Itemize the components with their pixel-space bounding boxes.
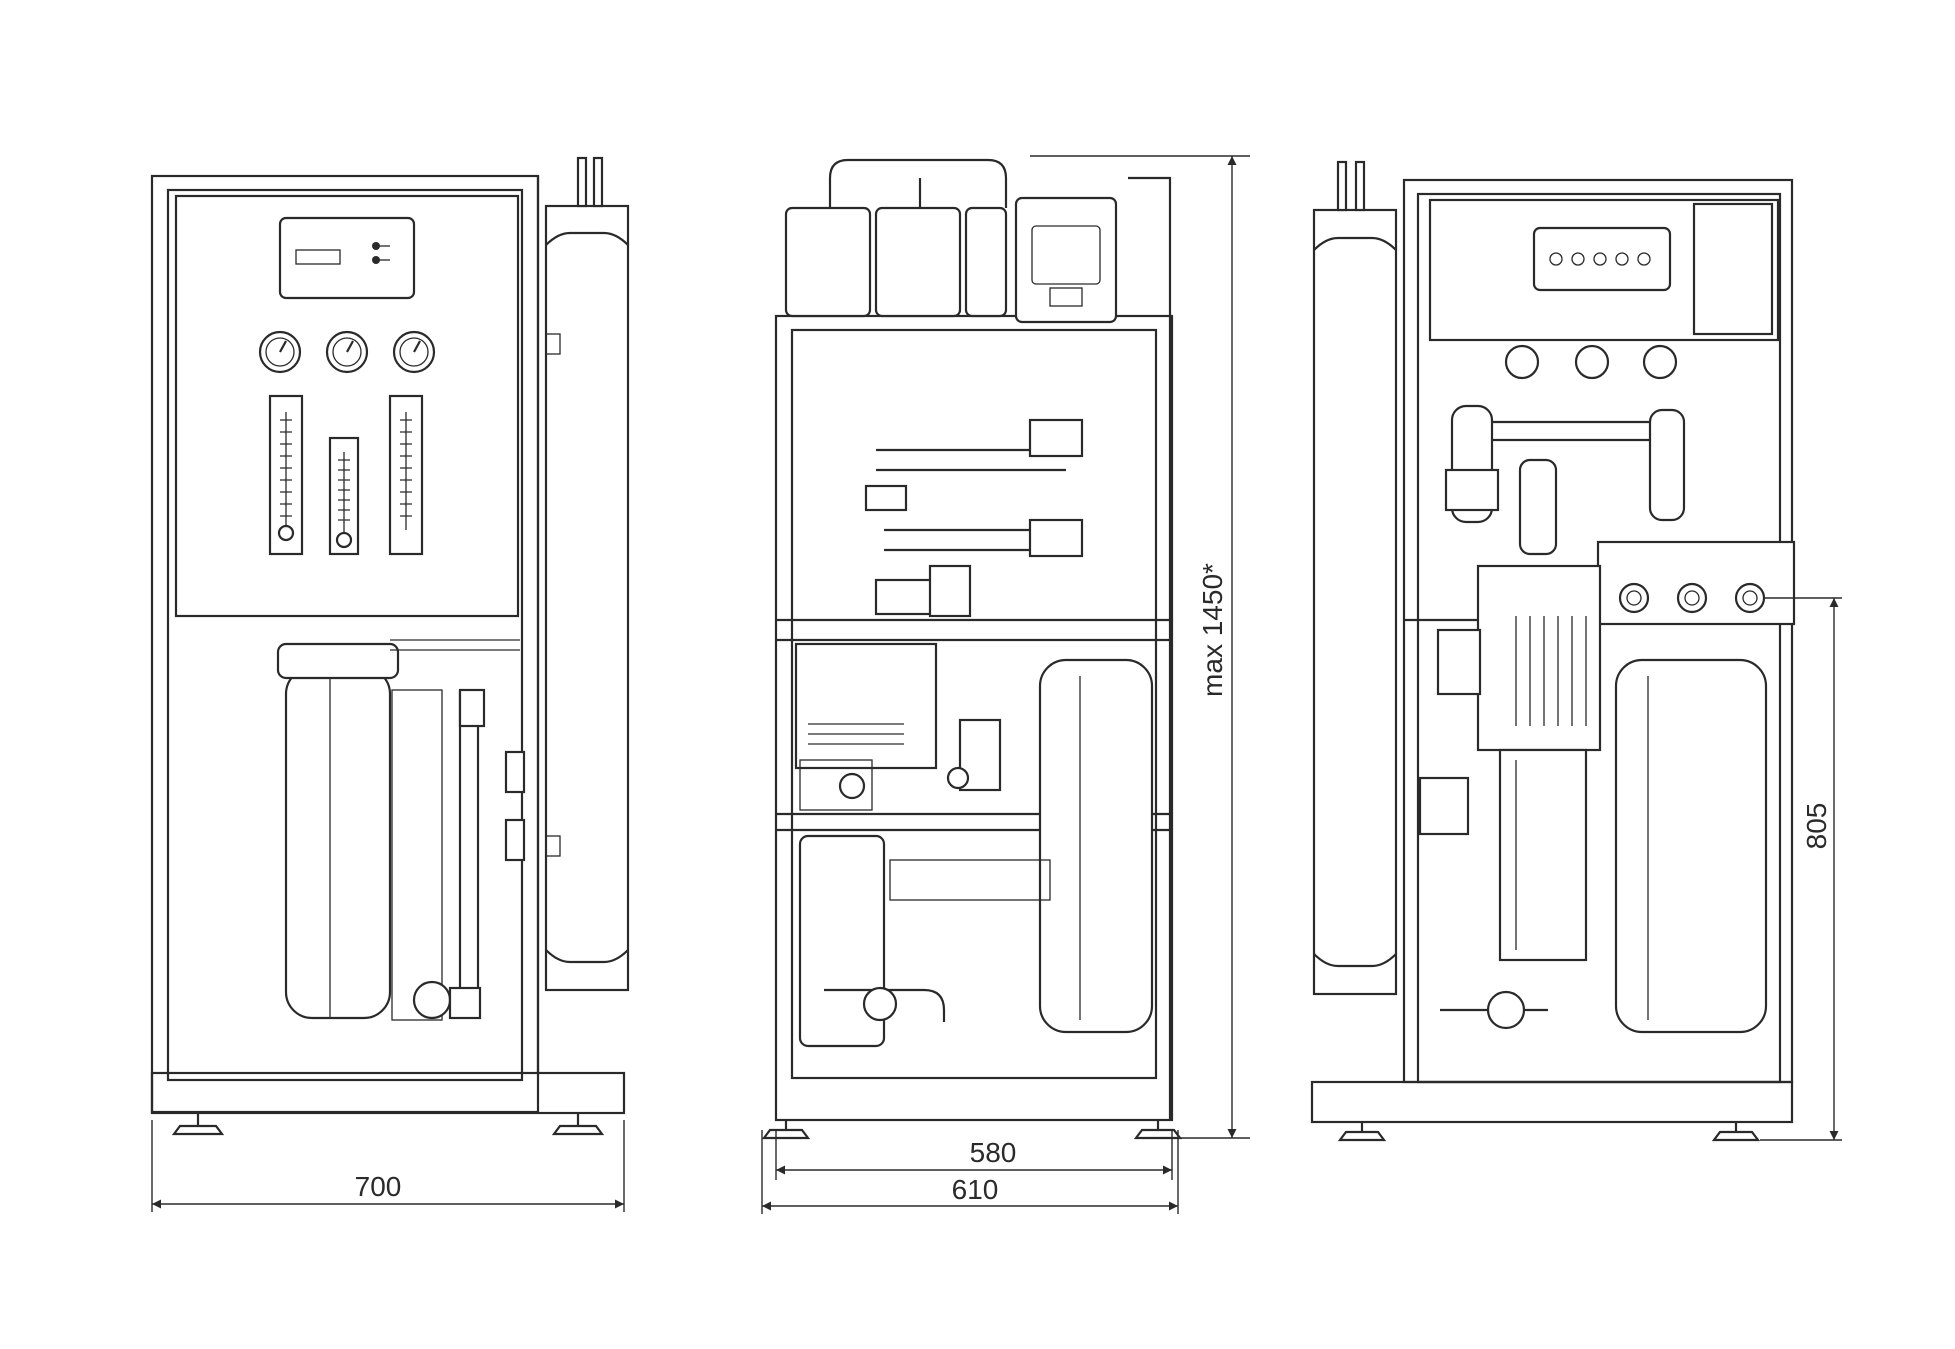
pump-motor: [1476, 564, 1602, 752]
membrane-housing: [1312, 160, 1398, 996]
dimension-label-max-height: max 1450*: [1197, 563, 1228, 697]
valve-icon: [1028, 418, 1084, 458]
membrane-housing: [544, 156, 630, 992]
back-feet: [1337, 1122, 1761, 1142]
dimension-max-height: max 1450*: [1030, 155, 1250, 1139]
cartridge-filter: [1038, 658, 1154, 1034]
dimension-label-700: 700: [355, 1171, 402, 1202]
flowmeter-icon: [268, 394, 424, 556]
valve-icon: [1486, 990, 1526, 1030]
pressure-gauge-icon: [258, 330, 436, 374]
valve-icon: [1444, 468, 1500, 512]
dimension-label-610: 610: [952, 1174, 999, 1205]
cartridge-filter: [284, 666, 392, 1020]
dimension-outlet-height: 805: [1760, 597, 1842, 1141]
cartridge-filter: [1614, 658, 1768, 1034]
dimension-label-805: 805: [1801, 803, 1832, 850]
dimension-label-580: 580: [970, 1137, 1017, 1168]
controller-display: [278, 216, 416, 300]
pump-motor: [794, 642, 938, 770]
valve-icon: [412, 980, 452, 1020]
front-feet: [171, 1113, 605, 1136]
side-view: [761, 158, 1183, 1140]
back-view: [1310, 160, 1796, 1142]
dimension-side-inner: 580: [775, 1130, 1173, 1180]
pressure-gauge-icon: [1504, 344, 1678, 380]
side-feet: [761, 1120, 1183, 1140]
dimension-front-width: 700: [151, 1120, 625, 1212]
control-box: [1014, 196, 1118, 324]
front-view: [150, 156, 630, 1136]
dimension-side-outer: 610: [761, 1130, 1179, 1214]
membrane-housing: [784, 158, 1008, 318]
